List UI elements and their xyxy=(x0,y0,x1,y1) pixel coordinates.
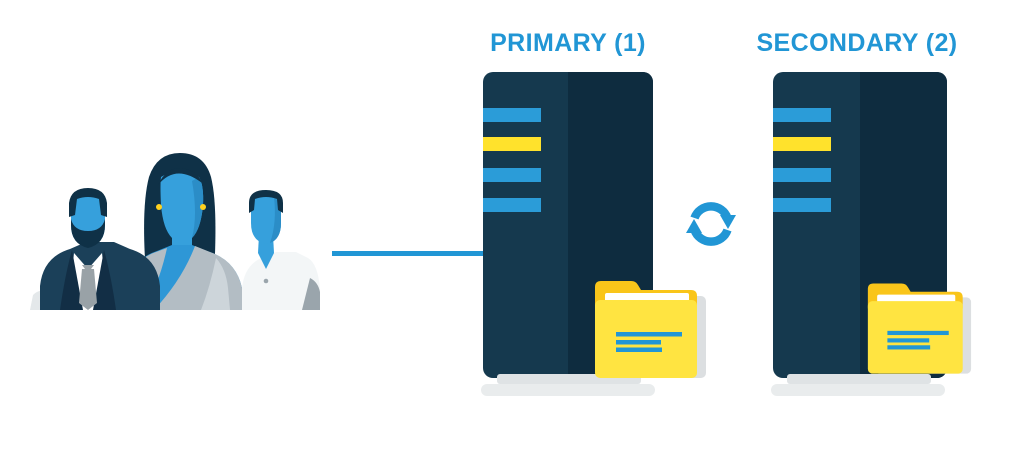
server-slot-bar xyxy=(773,168,831,182)
earring-icon xyxy=(200,204,206,210)
server-base xyxy=(787,374,931,384)
folder-icon xyxy=(867,283,972,374)
folder-icon xyxy=(595,281,706,378)
server-slot-bar-active xyxy=(483,137,541,151)
server-slot-bar xyxy=(773,108,831,122)
server-slot-bar xyxy=(483,198,541,212)
shirt-button-icon xyxy=(263,278,269,284)
server-base xyxy=(497,374,641,384)
server-slot-bar xyxy=(483,108,541,122)
floor-shadow xyxy=(481,384,655,396)
connector-line xyxy=(332,251,483,256)
earring-icon xyxy=(156,204,162,210)
server-slot-bar xyxy=(773,198,831,212)
server-slot-bar xyxy=(483,168,541,182)
floor-shadow xyxy=(771,384,945,396)
primary-server-label: PRIMARY (1) xyxy=(490,29,646,57)
person-man-icon xyxy=(242,190,320,310)
secondary-server-label: SECONDARY (2) xyxy=(756,29,958,57)
folder-text-lines xyxy=(887,330,949,350)
person-bearded-man-icon xyxy=(40,188,160,310)
sync-icon xyxy=(686,202,736,246)
users-illustration-icon xyxy=(30,153,320,310)
server-slot-bar-active xyxy=(773,137,831,151)
folder-text-lines xyxy=(616,332,682,352)
tie-icon xyxy=(79,269,97,310)
